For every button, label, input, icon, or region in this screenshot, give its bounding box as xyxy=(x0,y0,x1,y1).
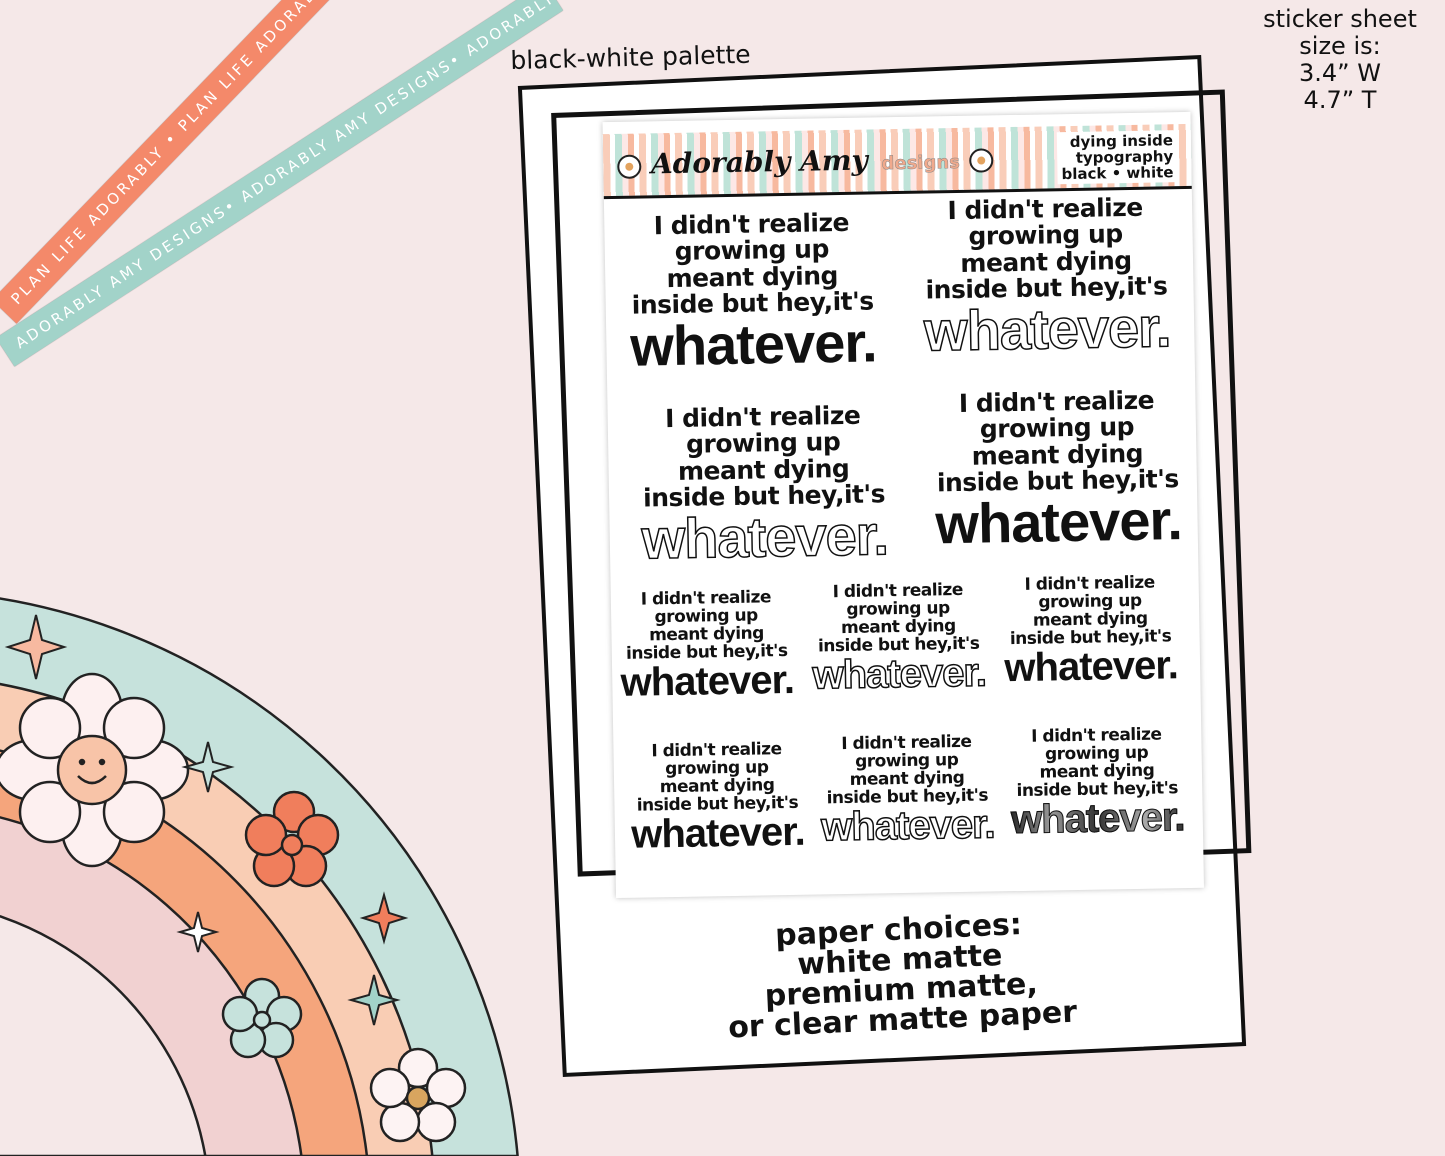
logo-text: Adorably Amy xyxy=(650,143,869,181)
sheet-label: dying inside typography black • white xyxy=(1056,130,1178,185)
product-frame: Adorably Amy designs dying inside typogr… xyxy=(517,54,1252,1078)
logo-suffix: designs xyxy=(881,151,961,175)
size-line: size is: xyxy=(1299,32,1381,60)
smiley-flower-icon xyxy=(0,672,190,868)
size-line: 3.4” W xyxy=(1299,59,1381,87)
label-line: black • white xyxy=(1061,163,1174,184)
sparkle-icon xyxy=(4,614,409,1026)
daisy-icon xyxy=(969,147,994,173)
sticker-word: whatever. xyxy=(820,802,996,851)
sticker-word: whatever. xyxy=(934,488,1183,556)
sticker-size-info: sticker sheet size is: 3.4” W 4.7” T xyxy=(1255,6,1425,114)
sticker-word: whatever. xyxy=(629,310,878,378)
flower-icon xyxy=(244,790,340,888)
sheet-header: Adorably Amy designs dying inside typogr… xyxy=(602,123,1192,200)
sticker-word: whatever. xyxy=(811,650,987,699)
daisy-icon xyxy=(617,153,642,179)
sticker-sheet: Adorably Amy designs dying inside typogr… xyxy=(602,111,1204,899)
sticker-word: whatever. xyxy=(620,658,795,706)
sticker-word: whatever. xyxy=(923,295,1172,364)
paper-choices: paper choices: white matte premium matte… xyxy=(560,900,1241,1051)
flower-icon xyxy=(221,977,303,1059)
flower-icon xyxy=(369,1047,467,1143)
sticker-word: whatever. xyxy=(1002,795,1193,843)
size-line: sticker sheet xyxy=(1263,5,1417,33)
brand-logo: Adorably Amy designs xyxy=(617,141,994,181)
sticker-word: whatever. xyxy=(630,810,805,858)
size-line: 4.7” T xyxy=(1303,86,1377,114)
sticker-word: whatever. xyxy=(640,503,889,572)
sticker-word: whatever. xyxy=(1004,643,1179,691)
